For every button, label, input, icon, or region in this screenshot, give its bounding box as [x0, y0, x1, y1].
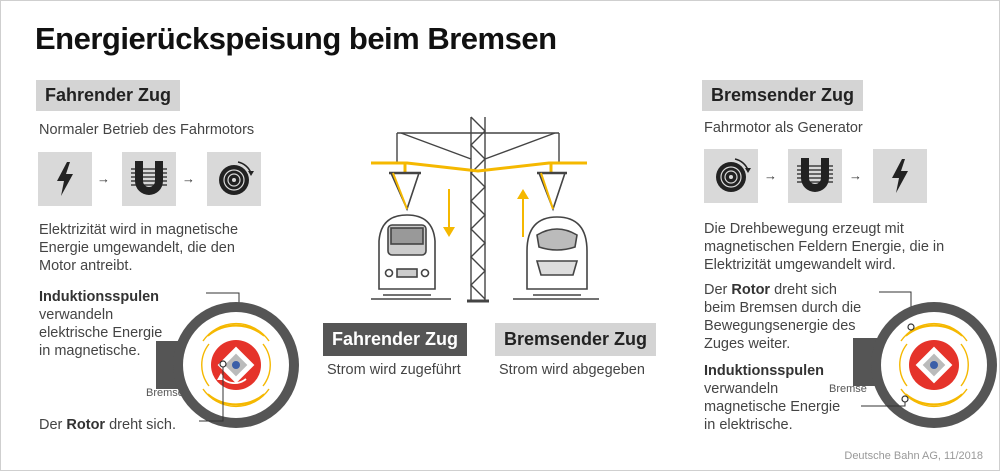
right-coils-line: magnetische Energie: [704, 399, 841, 415]
left-rotor-text: Der Rotor dreht sich.: [39, 416, 176, 434]
left-paragraph-line: Energie umgewandelt, die den: [39, 240, 235, 256]
arrow-up-icon: [517, 189, 529, 237]
left-rotor-post: dreht sich.: [105, 417, 176, 433]
magnet-box: [122, 152, 176, 206]
right-motor-cross-section-icon: [853, 291, 997, 428]
left-paragraph-line: Elektrizität wird in magnetische: [39, 222, 239, 238]
right-header: Bremsender Zug: [702, 80, 864, 111]
left-paragraph-line: Motor antreibt.: [39, 258, 133, 274]
magnet-box: [788, 149, 842, 203]
arrow-down-icon: [443, 189, 455, 237]
page-title: Energierückspeisung beim Bremsen: [35, 21, 557, 56]
right-brake-label: Bremse: [829, 383, 867, 395]
arrow-right-icon: →: [849, 168, 862, 183]
right-coils-bold: Induktionsspulen: [704, 363, 825, 379]
right-rotor-line: Bewegungsenergie des: [704, 318, 856, 334]
lightning-icon: [57, 162, 73, 196]
left-coils-bold: Induktionsspulen: [39, 289, 160, 305]
left-brake-label: Bremse: [146, 387, 184, 399]
right-rotor-text: Der Rotor dreht sich beim Bremsen durch …: [704, 281, 861, 353]
arrow-right-icon: →: [764, 168, 777, 183]
left-header: Fahrender Zug: [36, 80, 181, 111]
left-coils-text: Induktionsspulen verwandeln elektrische …: [39, 288, 162, 360]
lightning-box: [38, 152, 92, 206]
catenary-scene: [371, 116, 599, 303]
right-rotor-pre: Der: [704, 282, 732, 298]
middle-left-caption: Strom wird zugeführt: [327, 362, 461, 378]
left-motor-cross-section-icon: [156, 292, 299, 428]
left-paragraph: Elektrizität wird in magnetische Energie…: [39, 221, 238, 275]
right-paragraph: Die Drehbewegung erzeugt mit magnetische…: [704, 220, 944, 274]
right-coils-text: Induktionsspulen verwandeln magnetische …: [704, 362, 840, 434]
left-subtitle: Normaler Betrieb des Fahrmotors: [39, 122, 255, 138]
rotating-motor-icon: [716, 158, 751, 192]
right-rotor-line: beim Bremsen durch die: [704, 300, 862, 316]
left-rotor-pre: Der: [39, 417, 67, 433]
right-rotor-bold: Rotor: [731, 282, 771, 298]
right-paragraph-line: magnetischen Feldern Energie, die in: [704, 239, 945, 255]
right-coils-line: in elektrische.: [704, 417, 793, 433]
right-paragraph-line: Elektrizität umgewandelt wird.: [704, 257, 896, 273]
ice-train-icon: [513, 216, 599, 300]
left-coils-line: in magnetische.: [39, 343, 141, 359]
right-rotor-post: dreht sich: [770, 282, 837, 298]
magnet-coil-icon: [131, 161, 167, 195]
lightning-icon: [892, 159, 908, 193]
arrow-right-icon: →: [97, 171, 110, 186]
right-rotor-line: Zuges weiter.: [704, 336, 791, 352]
magnet-coil-icon: [797, 158, 833, 192]
left-rotor-bold: Rotor: [66, 417, 106, 433]
regional-train-icon: [371, 214, 451, 300]
lightning-box: [873, 149, 927, 203]
middle-right-header: Bremsender Zug: [495, 323, 657, 356]
motor-box: [207, 152, 261, 206]
source-credit: Deutsche Bahn AG, 11/2018: [844, 450, 983, 462]
middle-right-caption: Strom wird abgegeben: [499, 362, 645, 378]
right-coils-line: verwandeln: [704, 381, 779, 397]
catenary-mast-icon: [396, 116, 560, 303]
left-coils-line: elektrische Energie: [39, 325, 163, 341]
left-coils-line: verwandeln: [39, 307, 114, 323]
right-subtitle: Fahrmotor als Generator: [704, 120, 863, 136]
motor-box: [704, 149, 758, 203]
rotating-motor-icon: [219, 161, 254, 195]
arrow-right-icon: →: [182, 171, 195, 186]
middle-left-header: Fahrender Zug: [323, 323, 468, 356]
right-paragraph-line: Die Drehbewegung erzeugt mit: [704, 221, 904, 237]
